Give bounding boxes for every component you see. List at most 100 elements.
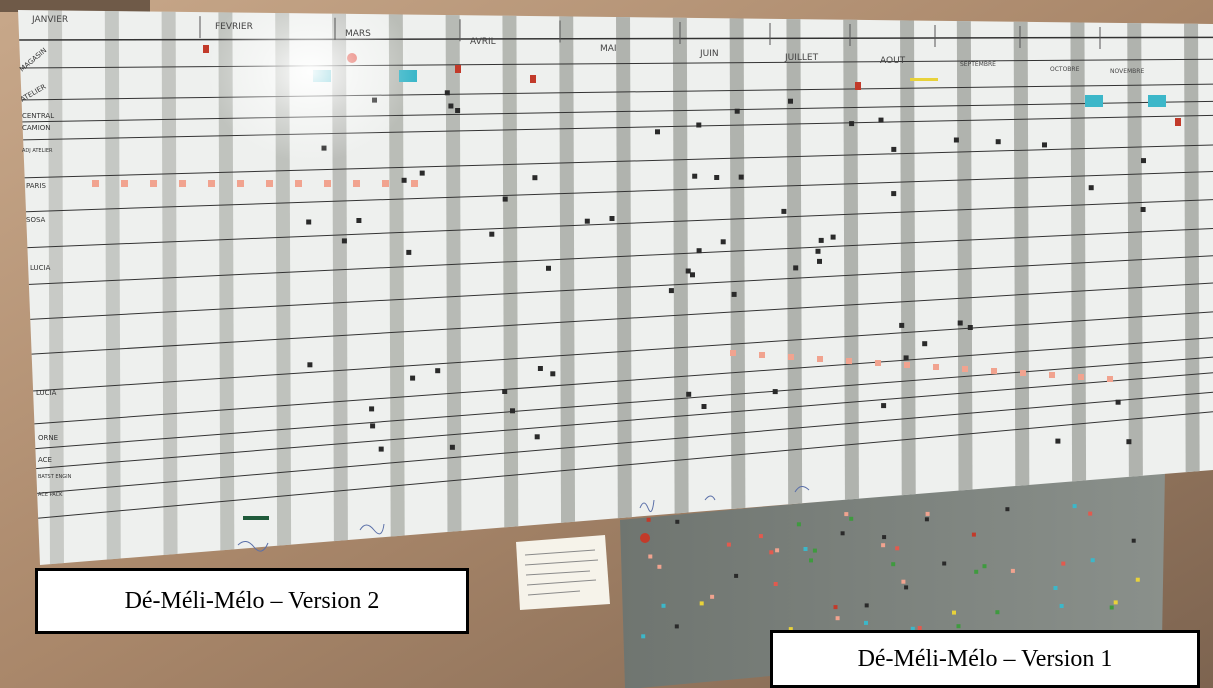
magnet xyxy=(696,248,702,254)
magnet xyxy=(991,368,997,374)
row-line xyxy=(18,311,1213,393)
metal-magnet xyxy=(675,519,680,524)
month-mai: MAI xyxy=(600,44,617,54)
red-round-magnet xyxy=(640,533,650,543)
yellow-strip xyxy=(910,78,938,81)
metal-magnet xyxy=(809,558,813,563)
magnet xyxy=(449,444,455,450)
month-aout: AOUT xyxy=(880,56,906,66)
metal-magnet xyxy=(925,511,930,516)
metal-magnet xyxy=(917,626,922,630)
month-janvier: JANVIER xyxy=(31,15,68,25)
magnet xyxy=(903,355,909,361)
metal-magnet xyxy=(726,542,731,547)
week-stripe xyxy=(900,10,916,565)
row-label-lucia-1: LUCIA xyxy=(30,264,51,272)
metal-magnet xyxy=(812,548,817,553)
row-label-orne: ORNE xyxy=(38,434,58,442)
magnet xyxy=(1049,372,1055,378)
metal-magnet xyxy=(788,627,793,632)
row-label-sosa: SOSA xyxy=(26,216,46,224)
red-magnet xyxy=(1175,118,1181,126)
metal-magnet xyxy=(1005,507,1010,512)
month-mars: MARS xyxy=(345,29,371,39)
magnet xyxy=(957,320,963,326)
metal-magnet xyxy=(796,522,801,527)
magnet xyxy=(830,234,836,240)
cyan-label xyxy=(1148,95,1166,107)
magnet xyxy=(904,362,910,368)
magnet xyxy=(550,371,556,377)
metal-magnet xyxy=(833,605,838,610)
metal-magnet xyxy=(1131,538,1136,543)
metal-magnet xyxy=(1010,568,1015,573)
magnet xyxy=(1055,438,1061,444)
metal-magnet xyxy=(769,550,774,555)
week-stripe xyxy=(616,10,632,565)
metal-magnet xyxy=(895,546,900,551)
metal-magnet xyxy=(835,616,840,621)
metal-magnet xyxy=(758,534,763,539)
magnet xyxy=(891,146,897,152)
bottom-signatures xyxy=(237,486,810,552)
magnet xyxy=(378,446,384,452)
metal-magnet xyxy=(1072,504,1077,509)
magnet xyxy=(714,175,720,180)
metal-magnet xyxy=(864,620,868,625)
metal-magnet xyxy=(1113,600,1118,605)
magnet xyxy=(435,368,441,374)
magnet xyxy=(537,366,543,371)
row-label-adj-atelier: ADJ ATELIER xyxy=(22,148,53,154)
magnet xyxy=(730,350,736,356)
magnet xyxy=(731,291,737,297)
metal-magnet xyxy=(641,634,646,639)
week-stripe xyxy=(1184,10,1200,565)
magnet xyxy=(668,288,674,294)
magnet xyxy=(1107,376,1113,382)
magnet xyxy=(690,272,695,278)
magnet xyxy=(1141,158,1146,164)
metal-magnet xyxy=(661,603,666,608)
metal-magnet xyxy=(1109,605,1114,610)
magnet xyxy=(1078,374,1084,380)
magnet xyxy=(1042,142,1047,148)
metal-magnet xyxy=(674,624,679,629)
magnet xyxy=(1140,207,1146,212)
metal-magnet xyxy=(910,626,915,631)
metal-magnet xyxy=(1135,577,1140,582)
metal-magnet xyxy=(803,547,808,551)
magnet xyxy=(962,366,968,372)
row-line xyxy=(18,411,1213,521)
metal-magnet xyxy=(775,548,780,553)
row-line xyxy=(18,356,1213,451)
metal-magnet xyxy=(844,512,849,517)
magnet xyxy=(995,139,1001,145)
metal-magnet xyxy=(942,561,947,566)
metal-magnet xyxy=(1090,558,1095,563)
week-stripe xyxy=(1070,10,1087,565)
metal-magnet xyxy=(710,594,715,599)
magnet xyxy=(953,137,959,143)
magnet xyxy=(692,173,698,179)
magnet xyxy=(759,352,765,358)
metal-magnet xyxy=(657,564,662,569)
month-headers: JANVIER FEVRIER MARS AVRIL MAI JUIN JUIL… xyxy=(31,15,1144,75)
metal-magnet xyxy=(1053,586,1058,590)
magnet xyxy=(849,121,855,127)
caption-version-1: Dé-Méli-Mélo – Version 1 xyxy=(770,630,1200,688)
magnet xyxy=(788,354,794,360)
magnet xyxy=(933,364,939,370)
metal-magnet xyxy=(648,554,653,559)
week-stripe xyxy=(1127,10,1144,565)
month-novembre: NOVEMBRE xyxy=(1110,68,1144,75)
row-label-camion: CAMION xyxy=(22,124,51,132)
magnet xyxy=(369,406,375,412)
cyan-label xyxy=(1085,95,1103,107)
magnet xyxy=(121,180,128,187)
paper-note-scribbles xyxy=(524,549,599,596)
magnet xyxy=(655,129,660,135)
magnet xyxy=(701,404,707,409)
magnet xyxy=(720,239,726,245)
magnet xyxy=(1088,185,1094,191)
metal-magnet xyxy=(864,603,869,608)
